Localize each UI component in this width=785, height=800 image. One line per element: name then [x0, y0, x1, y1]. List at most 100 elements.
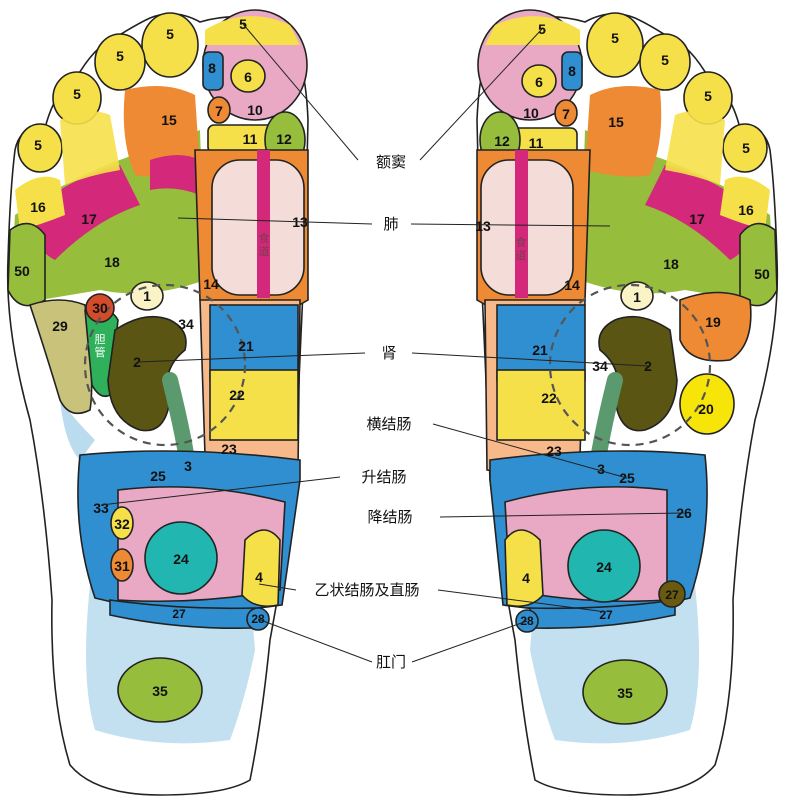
left-zone-21: [209, 304, 299, 381]
left-num-33: 33: [93, 500, 109, 516]
caption-sigmoid-rectum: 乙状结肠及直肠: [314, 581, 419, 599]
left-num-50: 50: [14, 263, 30, 279]
left-num-7: 7: [215, 103, 223, 119]
left-num-5-t5: 5: [34, 137, 42, 153]
left-num-31: 31: [114, 558, 130, 574]
line-anus-left: [257, 618, 373, 663]
right-num-5-big: 5: [538, 21, 546, 37]
left-zone-35: [117, 657, 203, 723]
left-num-4: 4: [255, 569, 263, 585]
left-zone-1: [130, 281, 164, 311]
right-num-3: 3: [597, 461, 605, 477]
left-num-8: 8: [208, 60, 216, 76]
right-toe-3: [639, 33, 691, 91]
right-num-50: 50: [754, 266, 770, 282]
line-sigmoid-right: [437, 589, 607, 613]
right-num-17: 17: [689, 211, 705, 227]
caption-lung: 肺: [383, 215, 398, 233]
left-zone-29: [28, 299, 93, 415]
right-num-2: 2: [644, 358, 652, 374]
right-num-21: 21: [532, 342, 548, 358]
caption-ascending-colon: 升结肠: [361, 468, 406, 486]
left-zone-22: [209, 369, 299, 441]
left-toe-3: [94, 33, 146, 91]
line-sinus-left: [242, 23, 359, 161]
left-num-6: 6: [244, 69, 252, 85]
captions: 额窦 肺 肾 横结肠 升结肠 降结肠 乙状结肠及直肠 肛门: [314, 153, 419, 671]
right-num-25: 25: [619, 470, 635, 486]
left-num-3: 3: [184, 458, 192, 474]
left-num-5-t3: 5: [116, 48, 124, 64]
left-dashed-circle: [83, 283, 247, 447]
right-num-14: 14: [564, 277, 580, 293]
right-esophagus: [515, 150, 528, 298]
right-num-23: 23: [546, 443, 562, 459]
left-num-1: 1: [143, 288, 151, 304]
left-num-16: 16: [30, 199, 46, 215]
right-num-8: 8: [568, 63, 576, 79]
leader-lines: [100, 23, 685, 663]
right-num-18: 18: [663, 256, 679, 272]
right-zone-22: [496, 369, 586, 441]
right-zone-20: [679, 373, 735, 435]
right-num-6: 6: [535, 74, 543, 90]
left-num-24: 24: [173, 551, 189, 567]
left-num-18: 18: [104, 254, 120, 270]
line-sigmoid-left: [258, 583, 297, 591]
right-dashed-circle: [548, 283, 712, 447]
right-num-24: 24: [596, 559, 612, 575]
line-anus-right: [411, 620, 528, 663]
left-num-12: 12: [276, 131, 292, 147]
left-zone-32: [110, 506, 134, 540]
right-num-27: 27: [599, 608, 613, 622]
left-num-21: 21: [238, 338, 254, 354]
right-zone-6: [521, 64, 557, 98]
left-esophagus: [257, 150, 270, 298]
right-esophagus-label: 食道: [516, 235, 527, 262]
left-num-5-t4: 5: [73, 86, 81, 102]
left-zone-magenta-strip: [150, 155, 200, 195]
left-zone-24: [144, 521, 218, 595]
caption-anus: 肛门: [376, 653, 406, 671]
right-num-35: 35: [617, 685, 633, 701]
caption-kidney: 肾: [381, 344, 396, 362]
right-toe-big-yellow: [485, 16, 580, 45]
right-num-26: 26: [676, 505, 692, 521]
right-num-4: 4: [522, 570, 530, 586]
line-descending-colon: [439, 512, 685, 518]
left-zone-7: [207, 96, 231, 124]
left-zone-17-magenta: [25, 165, 140, 260]
line-lung-right: [410, 223, 611, 227]
right-num-5-t5: 5: [742, 140, 750, 156]
left-num-14: 14: [203, 276, 219, 292]
right-yellow-mid: [665, 111, 725, 185]
right-num-27-dot: 27: [665, 588, 679, 602]
left-lightblue-side: [60, 400, 95, 460]
right-num-22: 22: [541, 390, 557, 406]
left-zone-numbers: 5 5 5 5 5 8 6 7 10 11 12 13 14 15 16 17 …: [14, 16, 308, 699]
caption-descending-colon: 降结肠: [367, 508, 412, 526]
left-num-27: 27: [172, 607, 186, 621]
right-num-13: 13: [475, 218, 491, 234]
right-num-5-t2: 5: [611, 30, 619, 46]
left-zone-50-green: [7, 222, 46, 307]
left-zone-6: [230, 59, 266, 93]
right-zone-4: [504, 529, 544, 608]
left-gallbladder-label: 胆管: [95, 333, 106, 359]
right-zone-8: [561, 51, 583, 91]
left-num-22: 22: [229, 387, 245, 403]
line-kidney-right: [411, 352, 649, 367]
right-zone-15-orange: [585, 86, 662, 177]
left-zone-30: [85, 293, 115, 323]
left-num-25: 25: [150, 468, 166, 484]
right-zone-numbers: 5 5 5 5 5 8 6 7 10 11 12 13 14 15 16 17 …: [475, 21, 770, 701]
right-zone-1: [620, 281, 654, 311]
left-zone-16-yellow: [15, 176, 65, 230]
right-zone-16-yellow: [720, 176, 770, 230]
right-zone-27: [658, 580, 686, 608]
left-num-17: 17: [81, 211, 97, 227]
left-zone-31: [110, 548, 134, 582]
left-num-32: 32: [114, 516, 130, 532]
caption-sinus: 额窦: [376, 153, 406, 171]
left-num-23: 23: [221, 441, 237, 457]
